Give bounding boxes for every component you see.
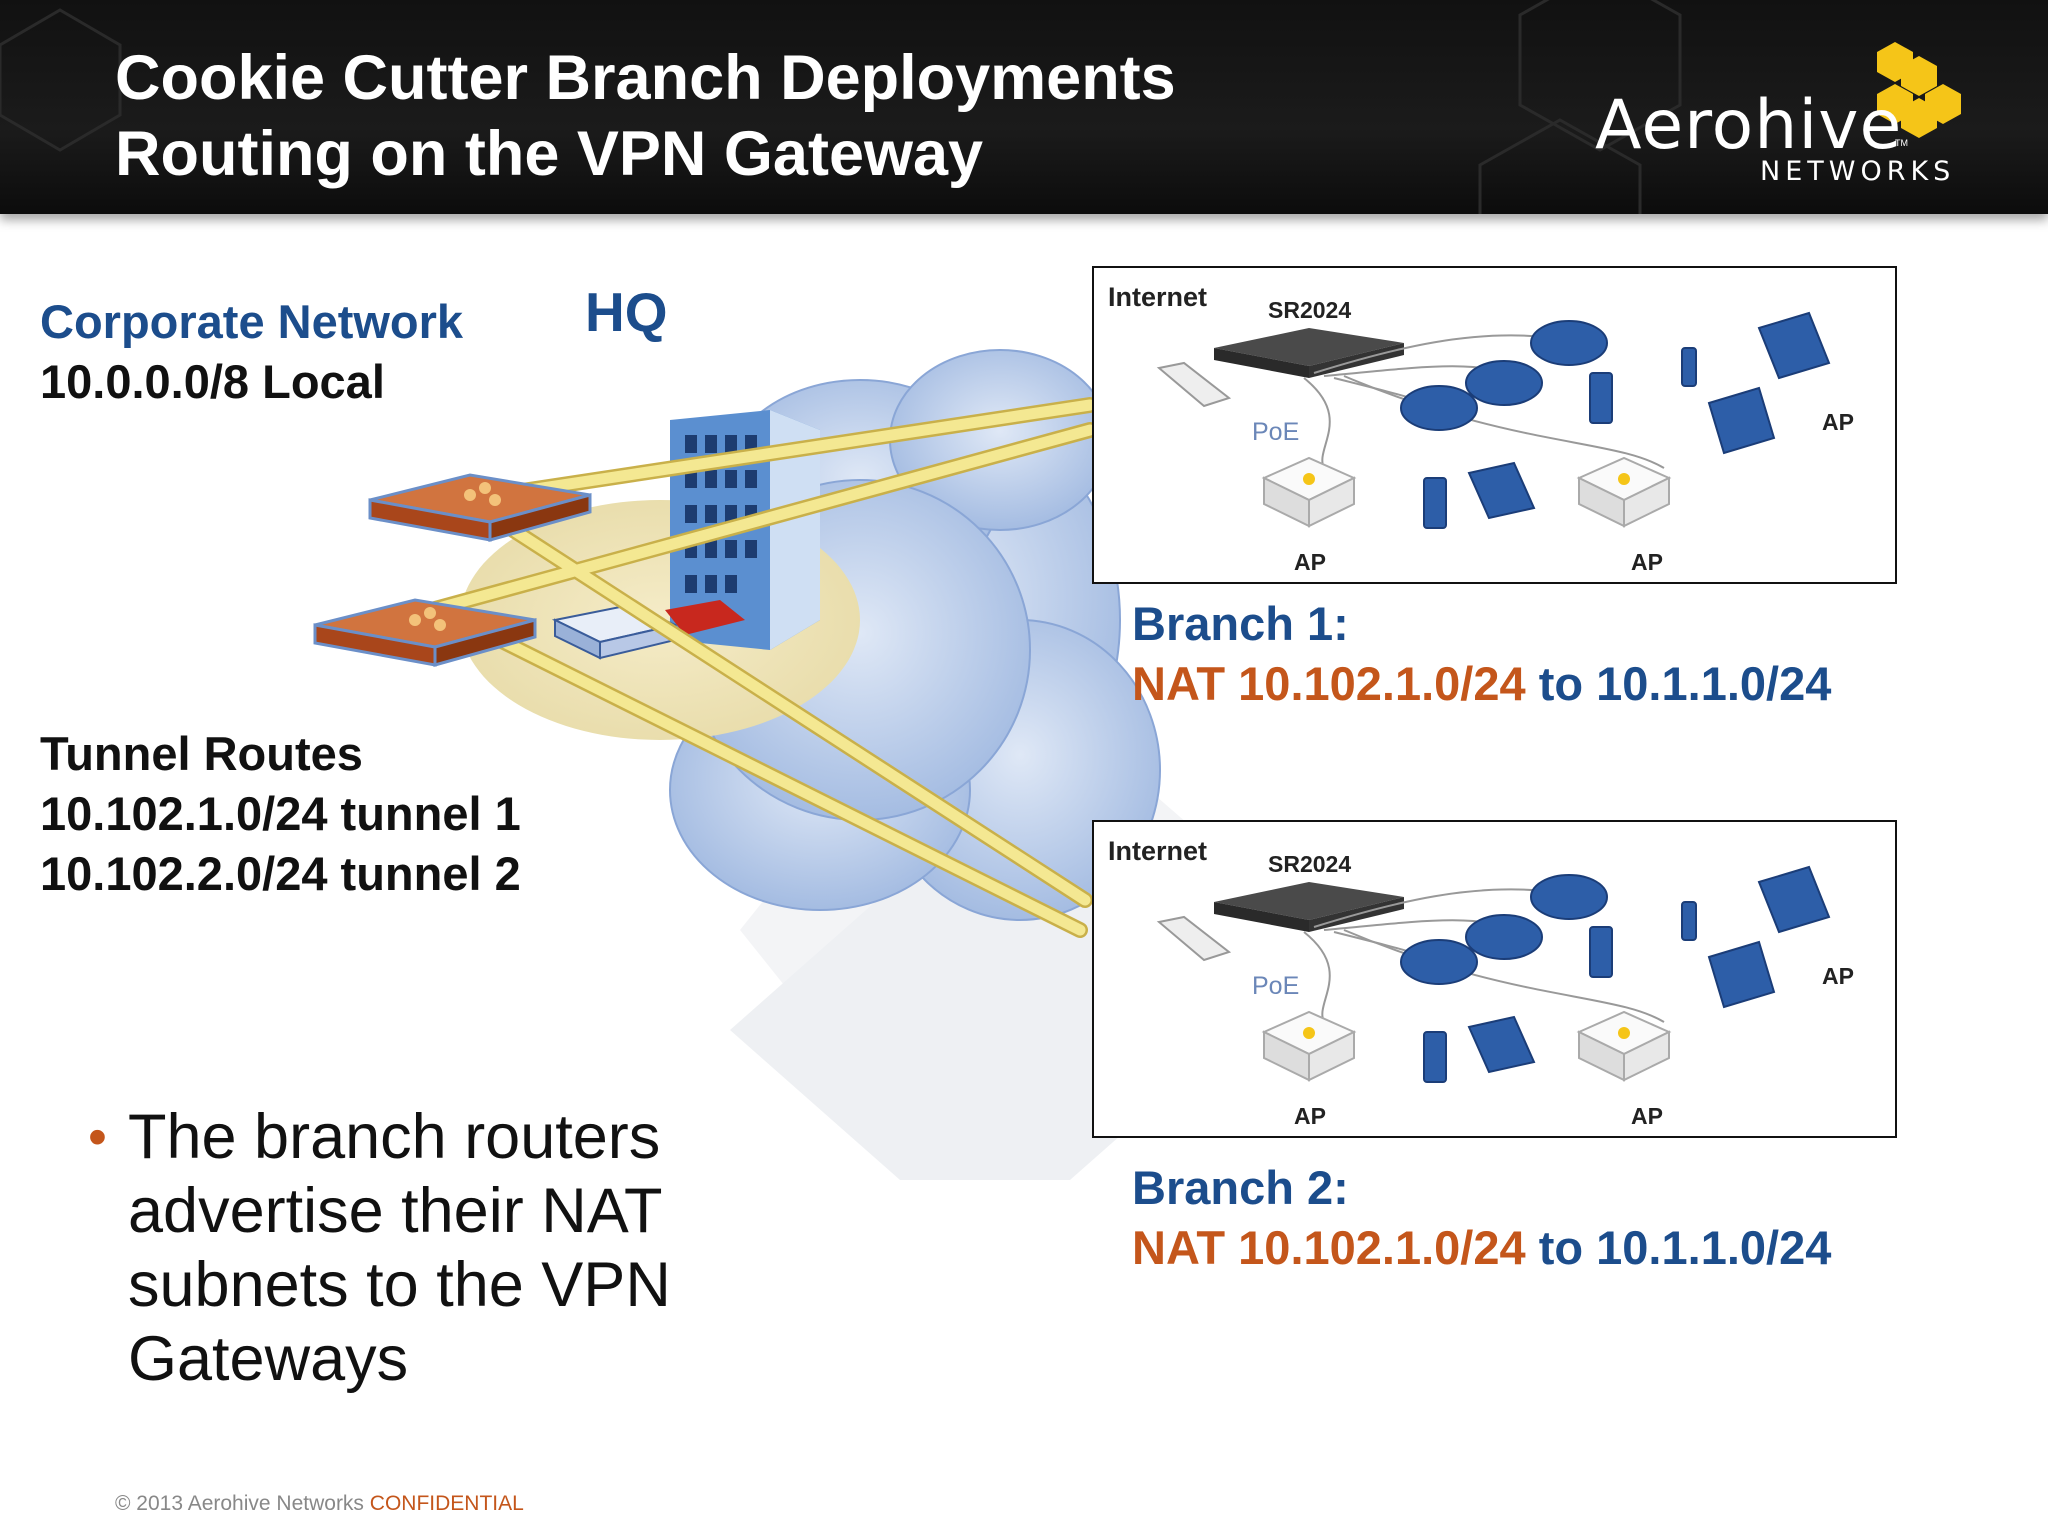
- branch-2-nat-to: to: [1538, 1221, 1584, 1274]
- title-line-1: Cookie Cutter Branch Deployments: [115, 43, 1176, 113]
- branch-1-nat-to: to: [1538, 657, 1584, 710]
- branch-2-nat: NAT 10.102.1.0/24 to 10.1.1.0/24: [1132, 1218, 1831, 1278]
- branch-1-title: Branch 1:: [1132, 597, 1349, 650]
- branch-2-device-icons: [1423, 865, 1831, 1083]
- branch-1-phone-icons: [1400, 320, 1608, 431]
- branch-2-label-block: Branch 2: NAT 10.102.1.0/24 to 10.1.1.0/…: [1132, 1158, 1831, 1278]
- logo-trademark: TM: [1895, 138, 1908, 148]
- aerohive-logo: Aerohive TM NETWORKS: [1595, 38, 1975, 188]
- branch-1-nat: NAT 10.102.1.0/24 to 10.1.1.0/24: [1132, 654, 1831, 714]
- footer-copyright: © 2013 Aerohive Networks: [115, 1492, 364, 1515]
- branch-2-ap-icons: [1261, 1010, 1672, 1082]
- branch-1-nat-target: 10.1.1.0/24: [1596, 657, 1832, 710]
- branch-1-ap-label-1: AP: [1294, 549, 1326, 575]
- branch-2-nat-subnet: NAT 10.102.1.0/24: [1132, 1221, 1526, 1274]
- branch-2-ap-label-1: AP: [1294, 1103, 1326, 1129]
- branch-1-internet-label: Internet: [1108, 282, 1207, 312]
- branch-2-nat-target: 10.1.1.0/24: [1596, 1221, 1832, 1274]
- footer-confidential: CONFIDENTIAL: [369, 1492, 524, 1515]
- branch-2-phone-icons: [1400, 874, 1608, 985]
- branch-1-nat-subnet: NAT 10.102.1.0/24: [1132, 657, 1526, 710]
- branch-2-ap-label-2: AP: [1631, 1103, 1663, 1129]
- branch-1-network-icons: Internet SR2024 PoE: [1108, 282, 1854, 575]
- corporate-network-title: Corporate Network: [40, 295, 464, 348]
- corporate-network-subnet: 10.0.0.0/8 Local: [40, 355, 385, 408]
- branch-1-ap-icons: [1261, 456, 1672, 528]
- honeycomb-logo-icon: [1877, 42, 1961, 138]
- tunnel-route-1: 10.102.1.0/24 tunnel 1: [40, 787, 521, 840]
- logo-wordmark: Aerohive: [1595, 86, 1903, 165]
- branch-1-ap-label-2: AP: [1631, 549, 1663, 575]
- hq-label: HQ: [585, 281, 668, 343]
- branch-1-diagram: Internet SR2024 PoE: [1092, 266, 1897, 584]
- slide-header: Cookie Cutter Branch Deployments Routing…: [0, 0, 2048, 214]
- hq-network-diagram: [313, 349, 1161, 938]
- branch-2-ap-label-3: AP: [1822, 963, 1854, 989]
- tunnel-routes-title: Tunnel Routes: [40, 727, 363, 780]
- slide-footer: © 2013 Aerohive Networks CONFIDENTIAL: [115, 1492, 524, 1516]
- branch-1-label-block: Branch 1: NAT 10.102.1.0/24 to 10.1.1.0/…: [1132, 594, 1831, 714]
- branch-2-router-label: SR2024: [1268, 851, 1351, 877]
- branch-2-internet-label: Internet: [1108, 836, 1207, 866]
- bullet-marker: •: [88, 1107, 107, 1167]
- bullet-text: The branch routers advertise their NAT s…: [128, 1102, 671, 1394]
- title-line-2: Routing on the VPN Gateway: [115, 119, 984, 189]
- vpn-gateway-1-icon: [368, 473, 592, 542]
- vpn-gateway-2-icon: [313, 598, 537, 667]
- branch-2-title: Branch 2:: [1132, 1161, 1349, 1214]
- corporate-network-block: Corporate Network 10.0.0.0/8 Local: [40, 292, 463, 412]
- tunnel-routes-block: Tunnel Routes 10.102.1.0/24 tunnel 1 10.…: [40, 724, 521, 904]
- branch-1-ap-label-3: AP: [1822, 409, 1854, 435]
- branch-1-router-label: SR2024: [1268, 297, 1351, 323]
- tunnel-route-2: 10.102.2.0/24 tunnel 2: [40, 847, 521, 900]
- branch-1-lte-modem-icon: [1156, 361, 1232, 408]
- branch-2-poe-label: PoE: [1252, 972, 1299, 1000]
- branch-1-device-icons: [1423, 311, 1831, 529]
- slide-title: Cookie Cutter Branch Deployments Routing…: [115, 40, 1176, 192]
- header-hex-pattern: [0, 0, 1682, 214]
- branch-1-poe-label: PoE: [1252, 418, 1299, 446]
- branch-2-lte-modem-icon: [1156, 915, 1232, 962]
- branch-2-diagram: Internet SR2024 PoE: [1092, 820, 1897, 1138]
- branch-2-network-icons: Internet SR2024 PoE: [1108, 836, 1854, 1129]
- logo-networks: NETWORKS: [1760, 156, 1956, 187]
